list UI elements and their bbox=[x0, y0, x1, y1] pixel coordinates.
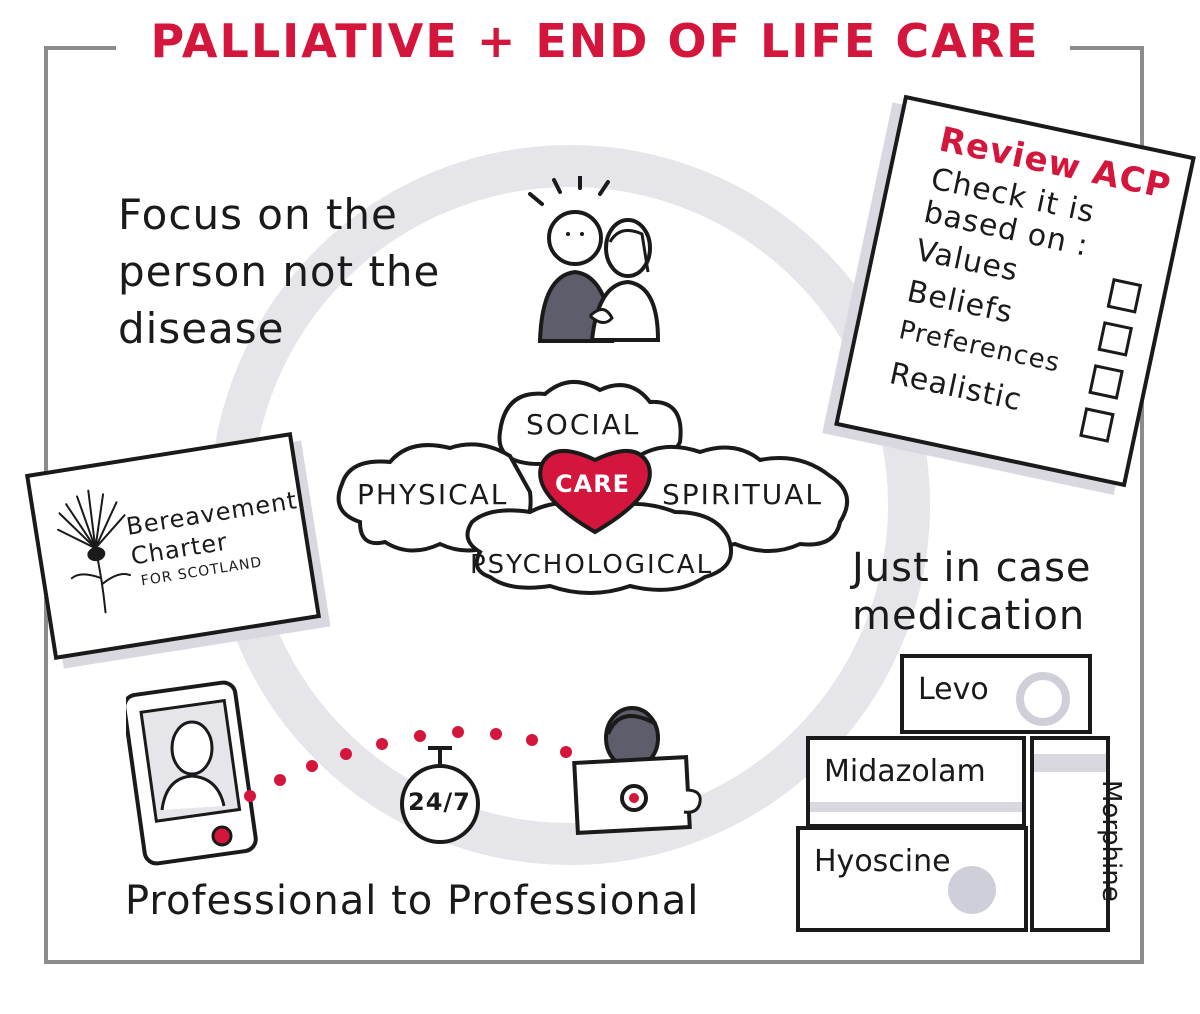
stopwatch-label: 24/7 bbox=[408, 788, 471, 816]
pill-ring-icon bbox=[1016, 672, 1070, 726]
med-label-midazolam: Midazolam bbox=[824, 754, 986, 789]
med-box-midazolam: Midazolam bbox=[806, 736, 1026, 828]
cloud-label-physical: PHYSICAL bbox=[357, 478, 509, 511]
care-cloud bbox=[336, 380, 850, 595]
med-label-levo: Levo bbox=[918, 672, 989, 707]
med-box-morphine: Morphine bbox=[1030, 736, 1126, 932]
checkbox-icon bbox=[1097, 321, 1134, 357]
heart-icon bbox=[538, 448, 652, 535]
page-title: PALLIATIVE + END OF LIFE CARE bbox=[150, 14, 1040, 68]
med-box-levo: Levo bbox=[900, 654, 1092, 734]
phone-video-call-icon bbox=[126, 680, 258, 866]
bereavement-charter-card: Bereavement Charter FOR SCOTLAND bbox=[24, 432, 322, 660]
med-box-hyoscine: Hyoscine bbox=[796, 826, 1028, 932]
just-in-case-heading: Just in case medication bbox=[852, 545, 1092, 639]
cloud-label-psychological: PSYCHOLOGICAL bbox=[470, 550, 714, 580]
focus-person-text: Focus on the person not the disease bbox=[118, 190, 441, 353]
med-label-hyoscine: Hyoscine bbox=[814, 844, 951, 879]
pill-dot-icon bbox=[948, 866, 996, 914]
stripe-decoration bbox=[1034, 754, 1106, 772]
laptop-person-icon bbox=[572, 706, 702, 835]
thistle-logo-icon bbox=[57, 489, 132, 614]
stopwatch-icon bbox=[400, 746, 480, 844]
professional-to-professional-text: Professional to Professional bbox=[125, 878, 700, 924]
cloud-label-care: CARE bbox=[555, 470, 631, 498]
checkbox-icon bbox=[1106, 278, 1143, 314]
checkbox-icon bbox=[1079, 407, 1115, 443]
frame-top-left-segment bbox=[44, 46, 116, 50]
med-label-morphine: Morphine bbox=[1096, 780, 1126, 902]
stripe-decoration bbox=[810, 802, 1022, 812]
couple-hug-icon bbox=[528, 176, 661, 343]
frame-top-right-segment bbox=[1070, 46, 1144, 50]
cloud-label-social: SOCIAL bbox=[526, 408, 641, 441]
checkbox-icon bbox=[1088, 364, 1124, 400]
cloud-label-spiritual: SPIRITUAL bbox=[662, 478, 823, 511]
